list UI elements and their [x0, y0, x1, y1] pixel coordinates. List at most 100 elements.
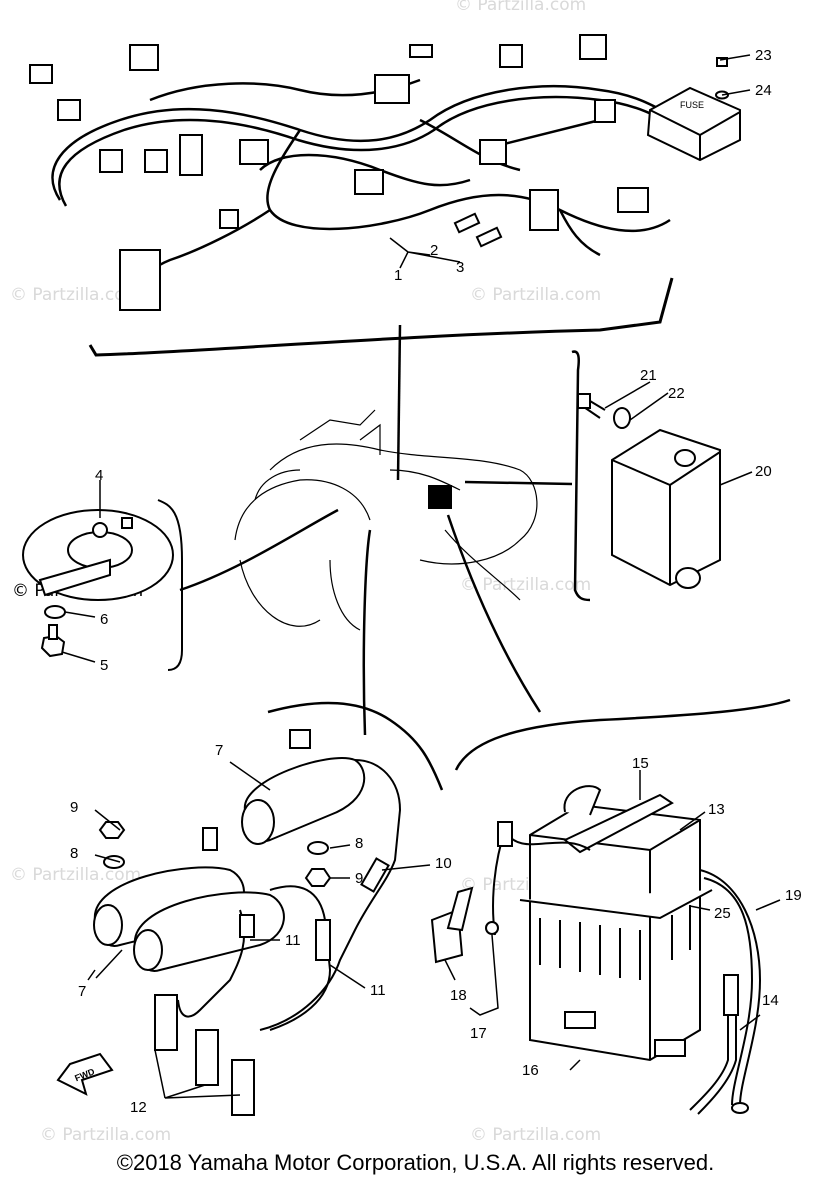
plug-caps	[154, 857, 390, 1116]
callout-8-right: 8	[355, 835, 363, 852]
coil-lower-2-end	[133, 929, 163, 971]
callout-23: 23	[755, 47, 772, 64]
spare-fuses	[453, 212, 503, 248]
callout-20: 20	[755, 463, 772, 480]
bolt-5	[40, 634, 66, 658]
connector-9	[374, 74, 410, 104]
leader-lines	[61, 54, 781, 1099]
rectifier-bracket	[571, 350, 591, 602]
washer-6	[44, 605, 66, 619]
horn-fasteners	[40, 605, 66, 658]
fuse-box: FUSE	[646, 86, 741, 162]
connector-13	[529, 189, 559, 231]
watermark-center-upper: © Partzilla.com	[470, 285, 601, 305]
bolt-5-shank	[48, 624, 58, 640]
callout-7-lower: 7	[78, 983, 86, 1000]
battery-label-2	[654, 1039, 686, 1057]
rectifier-regulator	[577, 393, 721, 589]
cable-end-17	[497, 821, 513, 847]
connector-6	[179, 134, 203, 176]
callouts: 1 2 3 4 5 6 7 7 8 8 9 9 10 11 11 12 13 1…	[70, 47, 802, 1116]
fuse-box-fasteners	[715, 57, 729, 100]
callout-17: 17	[470, 1025, 487, 1042]
fuse-label: FUSE	[680, 100, 704, 110]
watermark-left-lower: © Partzilla.com	[10, 865, 141, 885]
callout-18: 18	[450, 987, 467, 1004]
watermark-bottom-right: © Partzilla.com	[470, 1125, 601, 1145]
copyright-notice: ©2018 Yamaha Motor Corporation, U.S.A. A…	[116, 1150, 715, 1175]
callout-14: 14	[762, 992, 779, 1009]
battery-bracket	[454, 698, 791, 771]
cable-ring-17	[485, 921, 499, 935]
connector-14	[617, 187, 649, 213]
terminal-cover-18-top	[446, 886, 474, 932]
connector-11	[579, 34, 607, 60]
callout-1: 1	[394, 267, 402, 284]
connector-17	[409, 44, 433, 58]
lead-connector-11a	[239, 914, 255, 938]
callout-16: 16	[522, 1062, 539, 1079]
callout-21: 21	[640, 367, 657, 384]
fuse-3	[475, 226, 503, 248]
coil-lower-1-end	[93, 904, 123, 946]
connector-10	[499, 44, 523, 68]
connector-16	[219, 209, 239, 229]
callout-7-upper: 7	[215, 742, 223, 759]
connector-18	[594, 99, 616, 123]
coil-upper-end	[241, 799, 275, 845]
callout-5: 5	[100, 657, 108, 674]
connector-4	[99, 149, 123, 173]
cable-ring-19	[731, 1102, 749, 1114]
coil-connector	[289, 729, 311, 749]
callout-25: 25	[714, 905, 731, 922]
nut-9-right	[304, 868, 332, 887]
connector-3	[129, 44, 159, 71]
breather-pipe-14	[723, 974, 739, 1016]
lead-connector-10	[360, 857, 390, 893]
coil-terminal	[202, 827, 218, 851]
connector-12	[479, 139, 507, 165]
horn	[22, 509, 174, 601]
screw-23	[716, 57, 728, 67]
callout-11-lower: 11	[370, 982, 386, 999]
plug-cap-2	[195, 1029, 219, 1086]
watermark-center: © Partzilla.com	[460, 575, 591, 595]
connector-1	[29, 64, 53, 84]
wire-harness	[51, 78, 681, 291]
callout-4: 4	[95, 467, 103, 484]
fwd-arrow: FWD	[56, 1052, 114, 1096]
fuse-2	[453, 212, 481, 234]
rectifier-location	[428, 485, 452, 509]
battery-strap-15	[563, 793, 674, 854]
callout-13: 13	[708, 801, 725, 818]
callout-9-left: 9	[70, 799, 78, 816]
watermark-bottom-left: © Partzilla.com	[40, 1125, 171, 1145]
callout-15: 15	[632, 755, 649, 772]
callout-2: 2	[430, 242, 438, 259]
connector-5	[144, 149, 168, 173]
harness-connectors	[29, 34, 649, 311]
watermark-left-upper: © Partzilla.com	[10, 285, 141, 305]
callout-22: 22	[668, 385, 685, 402]
callout-11-upper: 11	[285, 932, 301, 949]
lead-connector-11b	[315, 919, 331, 961]
connector-8	[354, 169, 384, 195]
washer-22	[613, 407, 631, 429]
callout-19: 19	[785, 887, 802, 904]
battery-small-parts	[430, 821, 749, 1114]
callout-9-right: 9	[355, 870, 363, 887]
ignition-coils	[93, 729, 366, 972]
callout-24: 24	[755, 82, 772, 99]
battery	[519, 785, 713, 1062]
callout-12: 12	[130, 1099, 147, 1116]
plug-cap-3	[231, 1059, 255, 1116]
washer-8-right	[307, 841, 329, 855]
plug-cap-1	[154, 994, 178, 1051]
connector-2	[57, 99, 81, 121]
horn-bracket	[157, 499, 183, 671]
callout-8-left: 8	[70, 845, 78, 862]
watermark-top: © Partzilla.com	[455, 0, 586, 15]
battery-label	[564, 1011, 596, 1029]
callout-10: 10	[435, 855, 452, 872]
